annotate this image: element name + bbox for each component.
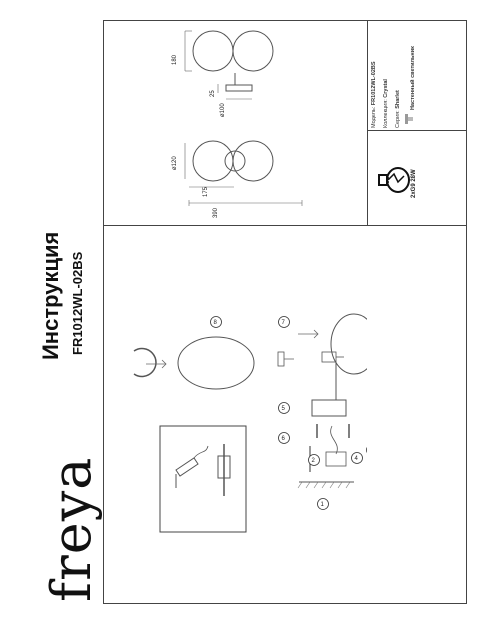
spec-row-model: Модель: FR1012WL-02BS	[371, 61, 377, 128]
callout-2: 2	[308, 454, 320, 466]
terminal-block-part	[325, 451, 347, 467]
callout-label: 2	[312, 458, 316, 464]
callout-label: 7	[282, 320, 286, 326]
dim-front-diameter: ø120	[172, 156, 178, 170]
frame-divider-spec	[367, 20, 369, 225]
callout-8: 8	[210, 316, 222, 328]
wall-lamp-icon	[405, 114, 413, 124]
spec-row-collection: Коллекция: Crystal	[383, 79, 389, 128]
model-number: FR1012WL-02BS	[70, 251, 85, 355]
wall-plate-part	[311, 399, 347, 417]
callout-6: 6	[278, 432, 290, 444]
callout-7: 7	[278, 316, 290, 328]
callout-label: 6	[282, 436, 286, 442]
front-view-drawing	[184, 140, 303, 206]
wiring-inset	[159, 425, 247, 533]
glass-shade-part	[177, 336, 255, 390]
callout-markers: 1 2 3 4 5 6 7 8	[210, 316, 367, 510]
c-ring-part	[133, 347, 157, 378]
frame-divider-spec-row	[367, 130, 467, 132]
frame-divider-horizontal	[103, 225, 467, 227]
dim-side-base: ø100	[220, 103, 226, 117]
brand-logo: freya	[40, 456, 103, 602]
callout-4: 4	[351, 452, 363, 464]
callout-label: 5	[282, 406, 286, 412]
side-view-drawing	[184, 30, 274, 100]
callout-5: 5	[278, 402, 290, 414]
spec-row-series: Серия: Sharlet	[395, 90, 401, 128]
spec-row-type: Настенный светильник	[410, 46, 416, 110]
dim-side-height: 180	[172, 54, 178, 65]
callout-label: 8	[214, 320, 218, 326]
callout-label: 4	[355, 456, 359, 462]
dim-front-half: 175	[203, 186, 209, 197]
page-title: Инструкция	[38, 231, 63, 360]
callout-1: 1	[317, 498, 329, 510]
dim-front-width: 390	[213, 207, 219, 218]
dimension-drawings	[184, 30, 303, 206]
bulb-spec: 2xG9 28W	[411, 169, 417, 198]
callout-label: 1	[321, 502, 325, 508]
dim-side-depth: 25	[210, 90, 216, 97]
bulb-icon	[378, 167, 410, 193]
instruction-frame	[103, 20, 467, 604]
callout-3: 3	[366, 446, 367, 454]
